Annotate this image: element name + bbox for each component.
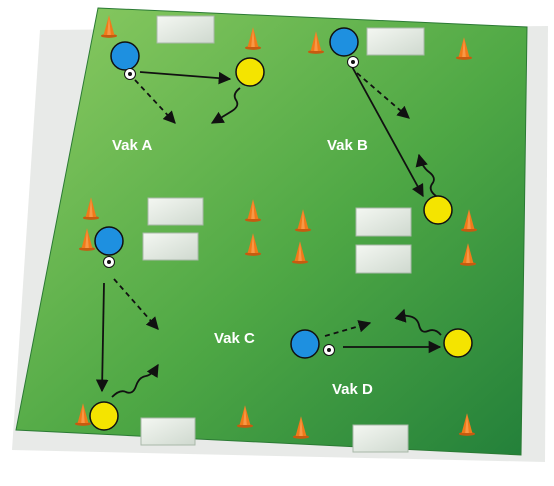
goal-icon bbox=[355, 244, 412, 274]
run-arrow bbox=[324, 320, 372, 337]
run-arrow bbox=[113, 278, 159, 330]
run-arrow bbox=[134, 79, 176, 124]
dribble-arrow bbox=[415, 153, 437, 197]
dribble-arrow bbox=[210, 87, 241, 124]
defender-player-icon bbox=[443, 328, 473, 358]
dribble-arrow bbox=[394, 308, 442, 336]
defender-player-icon bbox=[423, 195, 453, 225]
goal-icon bbox=[142, 232, 199, 261]
players bbox=[89, 27, 473, 431]
pass-arrow bbox=[139, 71, 232, 85]
goals bbox=[140, 15, 425, 453]
pitch bbox=[15, 7, 528, 456]
goal-icon bbox=[156, 15, 215, 44]
zone-label-c: Vak C bbox=[214, 330, 255, 347]
pass-arrow bbox=[349, 62, 424, 198]
ball-icon bbox=[347, 56, 359, 68]
ball-icon bbox=[103, 256, 115, 268]
goal-icon bbox=[352, 424, 409, 453]
attacker-player-icon bbox=[94, 226, 124, 256]
ball-icon bbox=[323, 344, 335, 356]
defender-player-icon bbox=[235, 57, 265, 87]
goal-icon bbox=[355, 207, 412, 237]
movement-arrows bbox=[95, 62, 442, 398]
balls bbox=[103, 56, 359, 356]
goal-icon bbox=[147, 197, 204, 226]
zone-label-a: Vak A bbox=[112, 137, 152, 154]
goal-icon bbox=[366, 27, 425, 56]
zone-label-b: Vak B bbox=[327, 137, 368, 154]
dribble-arrow bbox=[111, 363, 159, 398]
defender-player-icon bbox=[89, 401, 119, 431]
ball-icon bbox=[124, 68, 136, 80]
attacker-player-icon bbox=[329, 27, 359, 57]
attacker-player-icon bbox=[290, 329, 320, 359]
attacker-player-icon bbox=[110, 41, 140, 71]
goal-icon bbox=[140, 417, 196, 446]
pass-arrow bbox=[95, 282, 109, 393]
zone-label-d: Vak D bbox=[332, 381, 373, 398]
run-arrow bbox=[356, 72, 410, 119]
zone-labels: Vak A Vak B Vak C Vak D bbox=[112, 137, 373, 398]
